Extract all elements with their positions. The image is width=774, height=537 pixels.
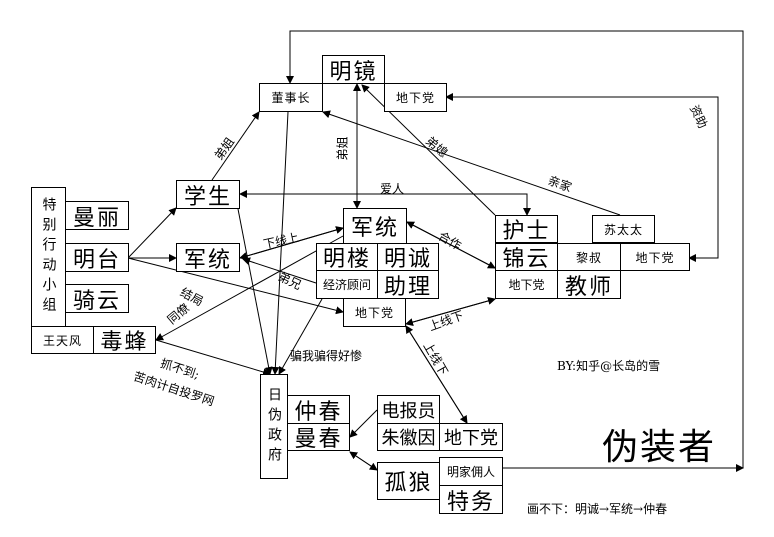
node-juntong-center: 军统 [343, 208, 407, 244]
edge-party-zhuhuiyin-start-arrow [405, 325, 468, 424]
node-student: 学生 [176, 180, 240, 210]
node-mingcheng: 明诚 [377, 243, 439, 272]
node-mrs-su: 苏太太 [592, 215, 655, 243]
edge-party-jinyun-start-arrow [405, 298, 496, 326]
node-minglou-party: 地下党 [343, 298, 406, 327]
edge-student-chairman [211, 111, 260, 181]
edge-student-gov [237, 208, 273, 375]
edge-juntong-jinyun-start-arrow [406, 221, 496, 269]
node-dufeng: 毒蜂 [93, 326, 156, 355]
edge-label-lover: 爱人 [380, 182, 405, 196]
edge-mingtai-student [127, 207, 177, 259]
edge-handler-start-arrow [239, 227, 344, 260]
node-zhuhuiyin-party: 地下党 [439, 423, 503, 451]
edge-dufeng-gov [155, 339, 271, 376]
node-lishu: 黎叔 [557, 243, 621, 271]
node-zhongchun: 仲春 [287, 395, 350, 425]
node-manli: 曼丽 [65, 201, 129, 231]
node-manchun: 曼春 [287, 423, 350, 452]
edge-chairman-gov [271, 111, 289, 375]
node-nurse: 护士 [495, 215, 558, 244]
node-telegrapher: 电报员 [377, 395, 440, 424]
node-qiyun: 骑云 [65, 284, 129, 314]
node-zhuhuiyin: 朱徽因 [377, 423, 440, 451]
node-mingjing-party: 地下党 [384, 83, 447, 112]
edge-colleagues [155, 235, 344, 341]
node-jinyun-party: 地下党 [495, 270, 558, 299]
node-mingtai: 明台 [65, 243, 129, 273]
node-chairman: 董事长 [259, 83, 323, 112]
node-puppet-gov: 日伪政府 [260, 374, 288, 479]
credit-text: BY:知乎@长岛的雪 [557, 359, 661, 373]
node-juntong-left: 军统 [176, 243, 240, 273]
node-econ-advisor: 经济顾问 [316, 270, 378, 299]
edge-minglou-gov [278, 298, 323, 375]
node-squad: 特别行动小组 [31, 187, 66, 327]
node-assistant: 助理 [377, 270, 439, 300]
node-jinyun: 锦云 [495, 243, 558, 272]
node-teacher: 教师 [557, 270, 621, 300]
footnote-text: 画不下：明诚→军统→仲春 [527, 502, 668, 516]
diagram-title: 伪装者 [602, 427, 717, 468]
edge-manchun-lonewolf-start-arrow [349, 451, 378, 471]
node-minglou: 明楼 [316, 243, 378, 272]
node-mingjing: 明镜 [322, 55, 385, 85]
node-lonewolf: 孤狼 [377, 462, 440, 500]
edge-mrssu-chairman [322, 110, 621, 216]
edge-funding [446, 96, 719, 262]
node-agent: 特务 [439, 485, 503, 515]
node-servant: 明家佣人 [439, 457, 503, 486]
edge-label-sibling-juntong: 弟姐 [335, 136, 350, 161]
edge-label-deceived: 骗我骗得好惨 [290, 349, 363, 363]
edge-servant-to-chairman-loop [286, 30, 744, 469]
edge-telegrapher-manchun [349, 409, 378, 438]
edge-mingtai-party [127, 257, 344, 315]
node-wangtianfeng: 王天风 [31, 326, 94, 354]
node-lishu-party: 地下党 [620, 243, 690, 271]
